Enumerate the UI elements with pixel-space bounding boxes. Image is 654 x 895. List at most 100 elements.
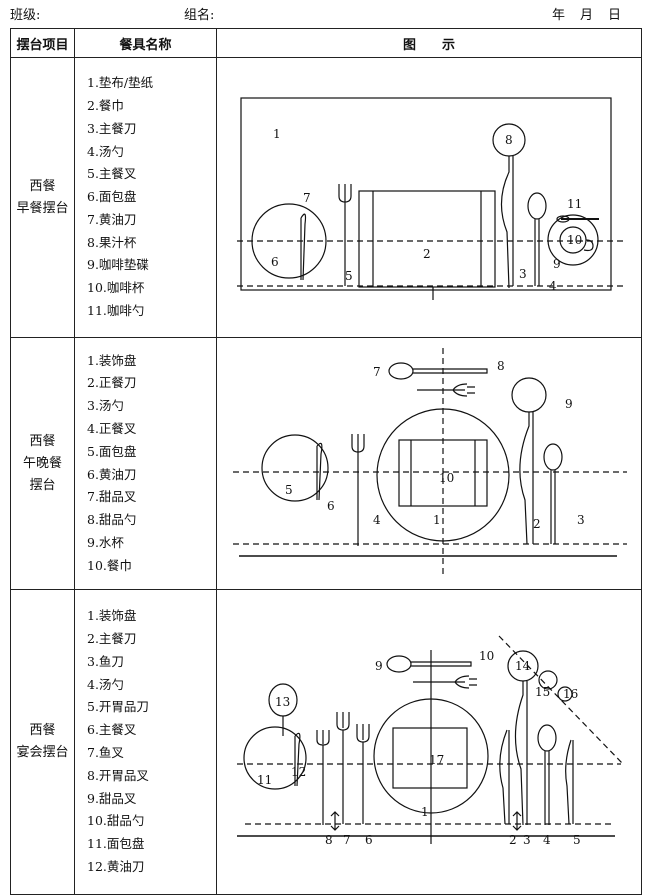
setting-name: 西餐 宴会摆台 xyxy=(10,589,75,895)
setting-name: 西餐 早餐摆台 xyxy=(10,57,75,338)
diagram-label: 5 xyxy=(285,483,293,497)
list-item: 1.垫布/垫纸 xyxy=(87,75,154,91)
list-item: 2.主餐刀 xyxy=(87,631,137,647)
column-header-tableware: 餐具名称 xyxy=(74,28,217,58)
list-item: 7.甜品叉 xyxy=(87,489,137,505)
tableware-list-cell: 1.装饰盘 2.正餐刀 3.汤勺 4.正餐叉 5.面包盘 6.黄油刀 7.甜品叉… xyxy=(74,337,217,590)
tableware-list: 1.装饰盘 2.主餐刀 3.鱼刀 4.汤勺 5.开胃品刀 6.主餐叉 7.鱼叉 … xyxy=(75,605,216,879)
coffee-saucer xyxy=(547,214,599,266)
diagram-label: 9 xyxy=(375,659,383,673)
lunch-dinner-setting-diagram: 1 2 3 4 5 6 7 8 9 10 xyxy=(233,348,627,574)
diagram-label: 8 xyxy=(325,833,333,847)
class-label: 班级: xyxy=(10,8,41,23)
list-item: 11.面包盘 xyxy=(87,836,145,852)
setting-name-line: 西餐 xyxy=(29,178,56,194)
setting-name-line: 宴会摆台 xyxy=(16,745,69,760)
list-item: 8.果汁杯 xyxy=(87,234,137,250)
table-row-lunch-dinner: 西餐 午晚餐 摆台 1.装饰盘 2.正餐刀 3.汤勺 4.正餐叉 5.面包盘 6… xyxy=(10,337,642,590)
list-item: 1.装饰盘 xyxy=(87,608,137,624)
tableware-list-cell: 1.垫布/垫纸 2.餐巾 3.主餐刀 4.汤勺 5.主餐叉 6.面包盘 7.黄油… xyxy=(74,57,217,338)
diagram-label: 17 xyxy=(429,753,444,767)
glass-15 xyxy=(538,670,558,690)
diagram-label: 8 xyxy=(497,359,505,373)
list-item: 3.汤勺 xyxy=(87,398,124,414)
diagram-label: 7 xyxy=(303,191,311,205)
list-item: 5.开胃品刀 xyxy=(87,699,149,715)
list-item: 10.餐巾 xyxy=(87,557,132,573)
list-item: 6.黄油刀 xyxy=(87,466,137,482)
diagram-label: 3 xyxy=(577,513,585,527)
column-header-figure: 图 示 xyxy=(216,28,642,58)
diagram-label: 7 xyxy=(373,365,381,379)
napkin-outline xyxy=(358,190,496,288)
group-label: 组名: xyxy=(184,8,215,23)
list-item: 12.黄油刀 xyxy=(87,858,145,874)
tableware-list: 1.垫布/垫纸 2.餐巾 3.主餐刀 4.汤勺 5.主餐叉 6.面包盘 7.黄油… xyxy=(75,72,216,323)
diagram-label: 3 xyxy=(519,267,527,281)
diagram-label: 1 xyxy=(421,805,429,819)
tableware-list: 1.装饰盘 2.正餐刀 3.汤勺 4.正餐叉 5.面包盘 6.黄油刀 7.甜品叉… xyxy=(75,350,216,578)
setting-name-line: 西餐 xyxy=(29,433,56,449)
diagram-label: 4 xyxy=(549,279,557,293)
tableware-list-cell: 1.装饰盘 2.主餐刀 3.鱼刀 4.汤勺 5.开胃品刀 6.主餐叉 7.鱼叉 … xyxy=(74,589,217,895)
list-item: 5.面包盘 xyxy=(87,443,137,459)
diagram-label: 10 xyxy=(567,233,582,247)
table-setting-worksheet: 摆台项目 餐具名称 图 示 西餐 早餐摆台 1.垫布/垫纸 2.餐巾 3.主餐刀… xyxy=(10,28,642,895)
diagram-label: 12 xyxy=(291,765,306,779)
setting-name-line: 午晚餐 xyxy=(22,455,62,471)
list-item: 8.开胃品叉 xyxy=(87,767,149,783)
breakfast-setting-diagram: 1 2 3 4 5 6 7 8 9 10 11 xyxy=(237,97,627,300)
diagram-label: 2 xyxy=(509,833,517,847)
list-item: 9.咖啡垫碟 xyxy=(87,257,149,273)
list-item: 4.正餐叉 xyxy=(87,420,137,436)
diagram-label: 13 xyxy=(275,695,290,709)
banquet-setting-diagram: 1 2 3 4 5 6 7 8 9 10 11 12 13 14 15 16 1… xyxy=(237,635,624,847)
glass-16 xyxy=(557,686,573,702)
table-row-breakfast: 西餐 早餐摆台 1.垫布/垫纸 2.餐巾 3.主餐刀 4.汤勺 5.主餐叉 6.… xyxy=(10,57,642,338)
napkin-outline xyxy=(392,727,468,789)
diagram-label: 6 xyxy=(271,255,279,269)
diagram-label: 5 xyxy=(573,833,581,847)
diagram-label: 1 xyxy=(433,513,441,527)
diagram-label: 10 xyxy=(479,649,494,663)
list-item: 6.主餐叉 xyxy=(87,722,137,738)
diagram-label: 16 xyxy=(563,687,578,701)
diagram-label: 3 xyxy=(523,833,531,847)
worksheet-header: 班级: 组名: 年 月 日 xyxy=(0,4,654,24)
list-item: 7.鱼叉 xyxy=(87,745,124,760)
column-header-setting: 摆台项目 xyxy=(10,28,75,58)
diagram-label: 11 xyxy=(257,773,272,787)
setting-name-line: 西餐 xyxy=(29,723,56,738)
diagram-label: 8 xyxy=(505,133,513,147)
list-item: 10.咖啡杯 xyxy=(87,280,145,296)
diagram-label: 6 xyxy=(327,499,335,513)
diagram-label: 14 xyxy=(515,659,531,673)
list-item: 2.餐巾 xyxy=(87,97,124,113)
list-item: 6.面包盘 xyxy=(87,189,137,205)
diagram-label: 9 xyxy=(553,257,561,271)
list-item: 5.主餐叉 xyxy=(87,166,137,182)
service-plate xyxy=(373,698,489,814)
setting-name: 西餐 午晚餐 摆台 xyxy=(10,337,75,590)
figure-cell: 1 2 3 4 5 6 7 8 9 10 11 12 13 14 15 16 1… xyxy=(216,589,642,895)
date-month: 月 xyxy=(580,8,594,23)
diagram-label: 7 xyxy=(343,833,351,847)
diagram-label: 1 xyxy=(273,127,281,141)
list-item: 4.汤勺 xyxy=(87,676,124,692)
placemat-outline xyxy=(240,97,612,291)
napkin-outline xyxy=(398,439,488,507)
list-item: 1.装饰盘 xyxy=(87,352,137,368)
list-item: 4.汤勺 xyxy=(87,143,124,159)
diagram-label: 6 xyxy=(365,833,373,847)
setting-name-line: 摆台 xyxy=(29,477,56,493)
diagram-label: 4 xyxy=(543,833,551,847)
figure-cell: 1 2 3 4 5 6 7 8 9 10 xyxy=(216,337,642,590)
list-item: 8.甜品勺 xyxy=(87,512,137,528)
diagram-label: 5 xyxy=(345,269,353,283)
diagram-label: 2 xyxy=(533,517,541,531)
list-item: 3.鱼刀 xyxy=(87,653,124,669)
list-item: 11.咖啡勺 xyxy=(87,303,145,319)
list-item: 2.正餐刀 xyxy=(87,375,137,391)
bread-plate xyxy=(251,203,327,279)
figure-cell: 1 2 3 4 5 6 7 8 9 10 11 xyxy=(216,57,642,338)
